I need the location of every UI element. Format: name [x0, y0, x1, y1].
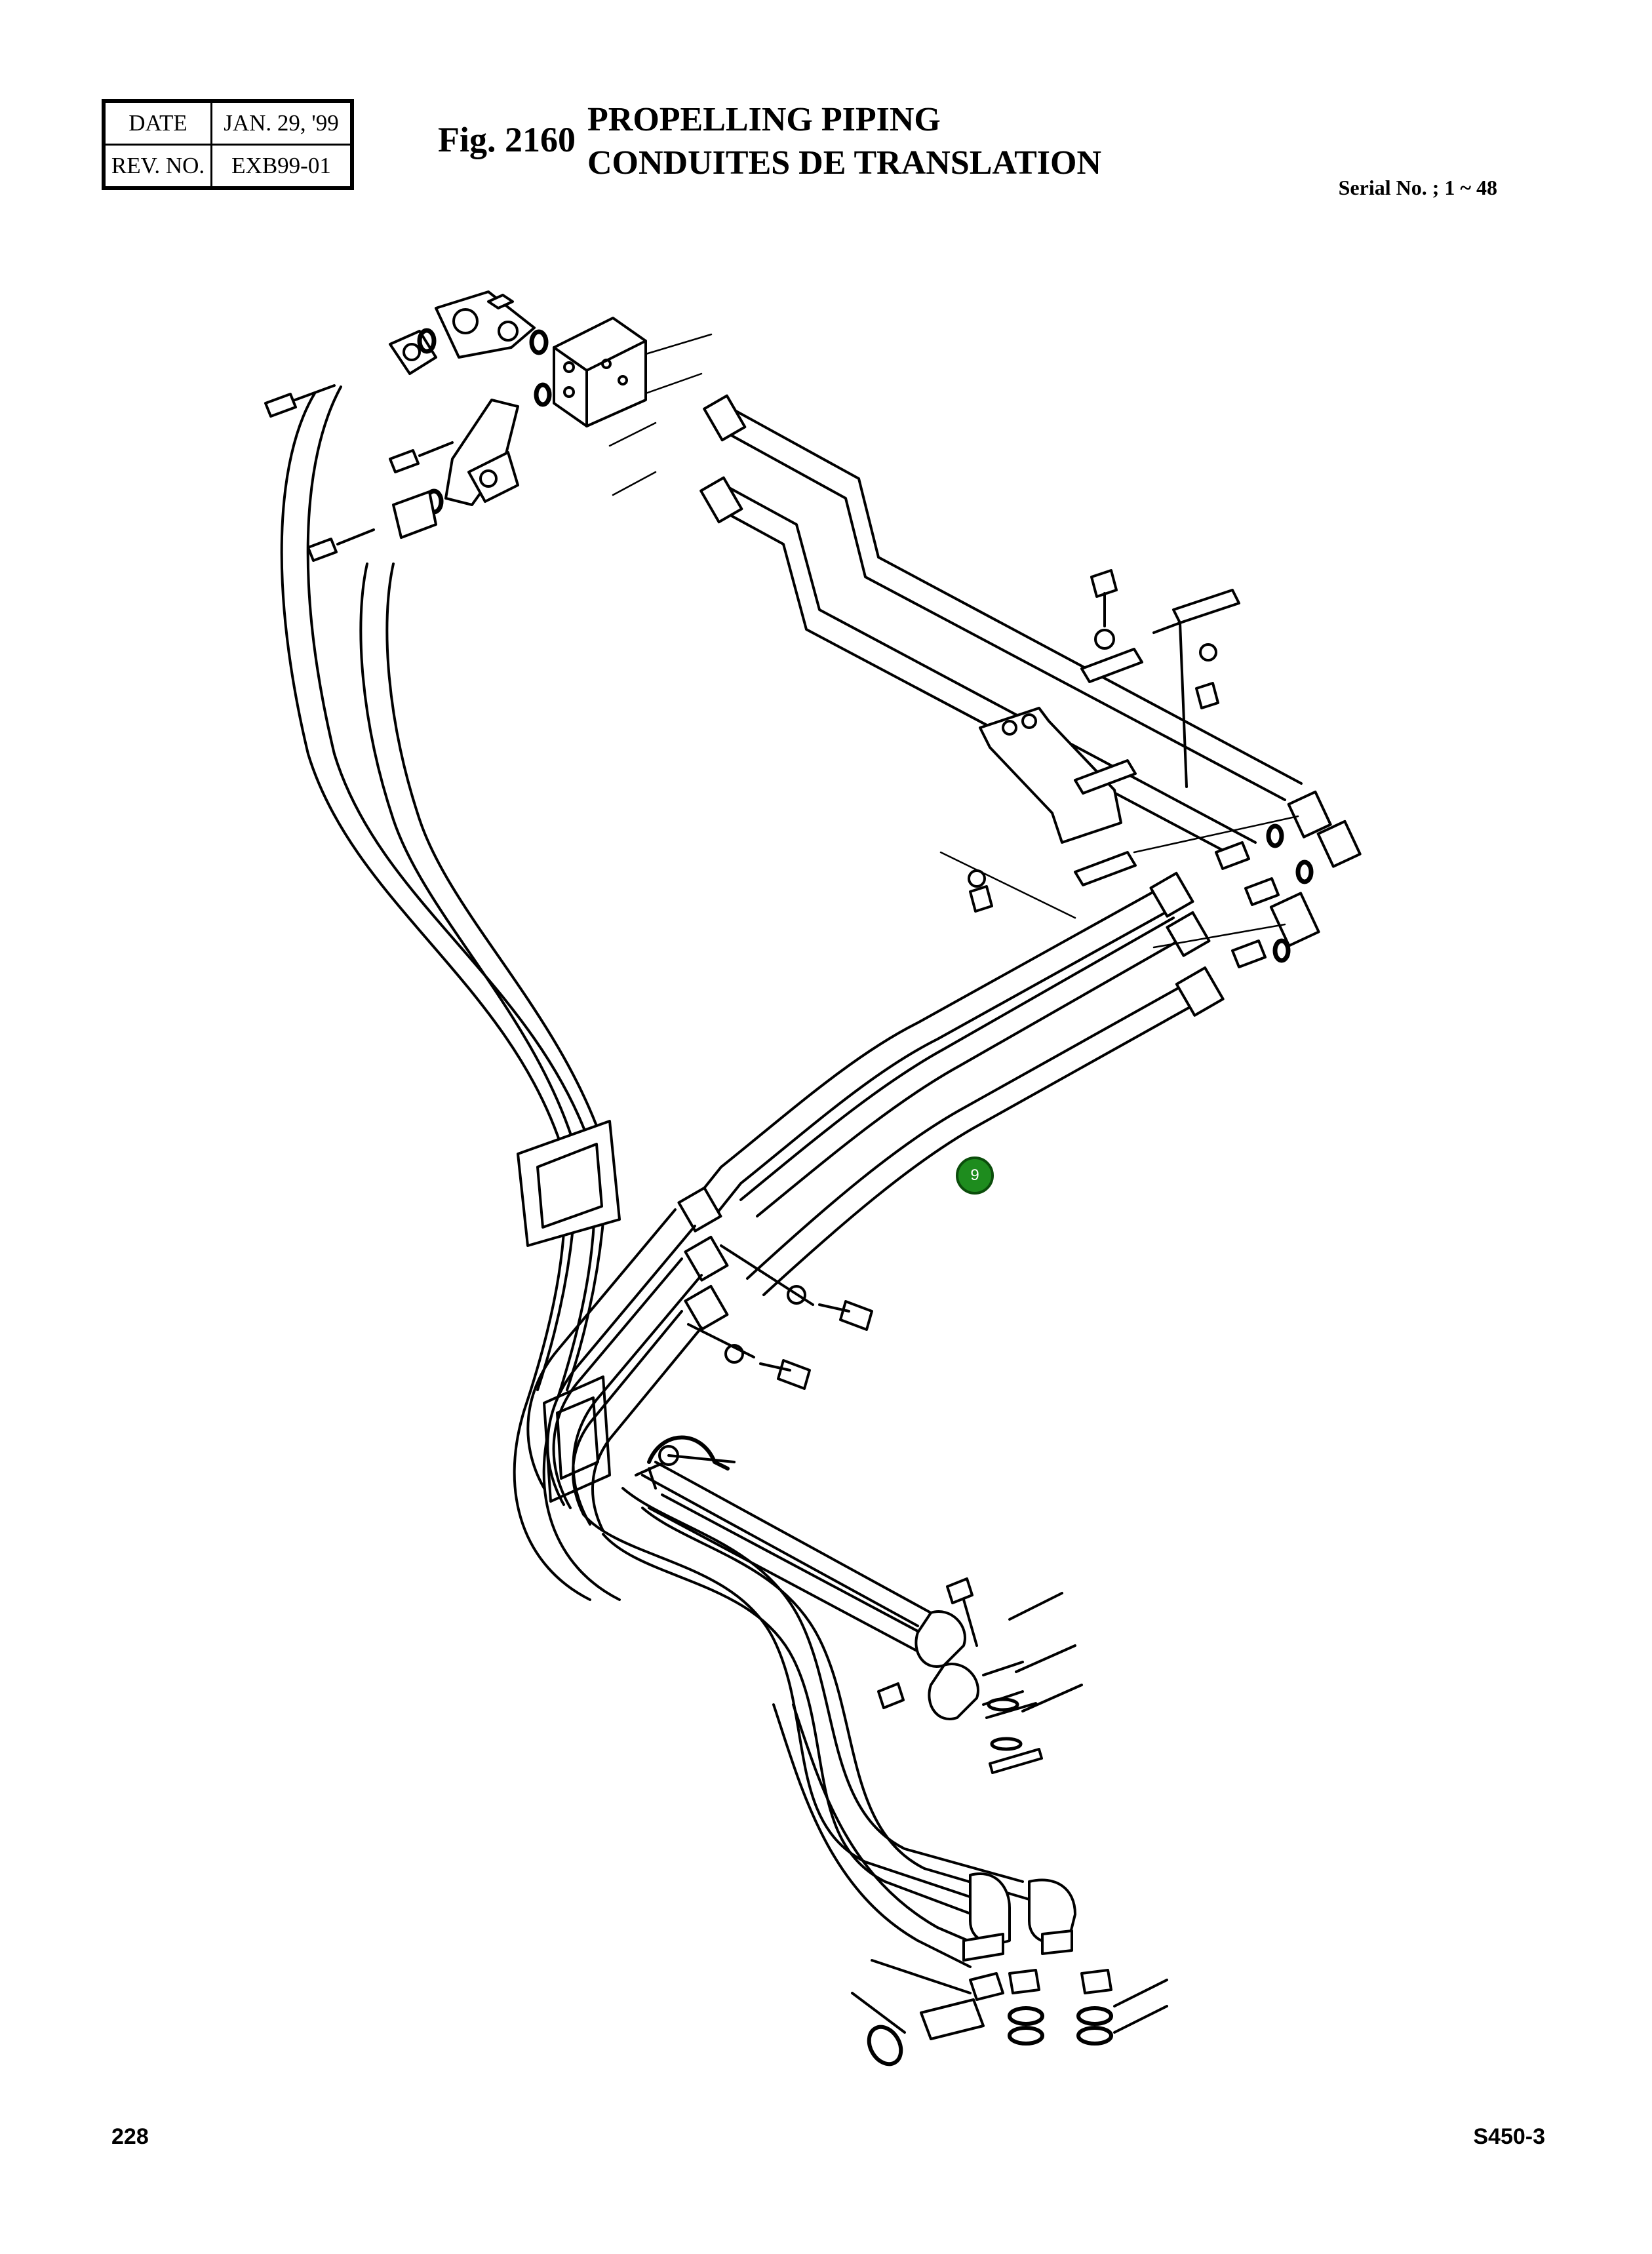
elbows-lower-right: [877, 1577, 1083, 1774]
hose-ring-clamp: [635, 1435, 730, 1476]
leader-lines: [608, 333, 1299, 949]
figure-title: PROPELLING PIPING CONDUITES DE TRANSLATI…: [587, 98, 1101, 185]
valve-block: [553, 317, 647, 427]
fittings-right: [1215, 790, 1362, 968]
revision-table: DATE JAN. 29, '99 REV. NO. EXB99-01: [102, 99, 354, 190]
flange-upper: [389, 290, 549, 375]
date-label: DATE: [102, 100, 212, 146]
steel-pipes-diagonal: [694, 871, 1225, 1296]
rev-value: EXB99-01: [210, 144, 353, 189]
hose-pair-left: [280, 386, 621, 1601]
title-english: PROPELLING PIPING: [587, 101, 941, 138]
serial-range: Serial No. ; 1 ~ 48: [1338, 176, 1497, 199]
callout-9[interactable]: 9: [956, 1157, 994, 1195]
page-number: 228: [111, 2124, 149, 2149]
steel-pipes-upper: [699, 394, 1303, 860]
bolts-centre: [687, 1244, 873, 1390]
pipe-bracket: [979, 589, 1240, 886]
title-french: CONDUITES DE TRANSLATION: [587, 144, 1102, 182]
hoses-lower: [582, 1454, 1037, 1968]
model-code: S450-3: [1473, 2124, 1545, 2149]
bolts-left: [264, 384, 454, 562]
figure-number: Fig. 2160: [438, 120, 576, 159]
hose-clamp-upper: [517, 1120, 621, 1247]
elbow-fitting: [392, 382, 552, 539]
rev-label: REV. NO.: [102, 144, 212, 189]
bolts-right: [968, 569, 1219, 913]
fittings-centre: [526, 1186, 729, 1532]
date-value: JAN. 29, '99: [210, 100, 353, 146]
fittings-bottom: [851, 1872, 1168, 2066]
